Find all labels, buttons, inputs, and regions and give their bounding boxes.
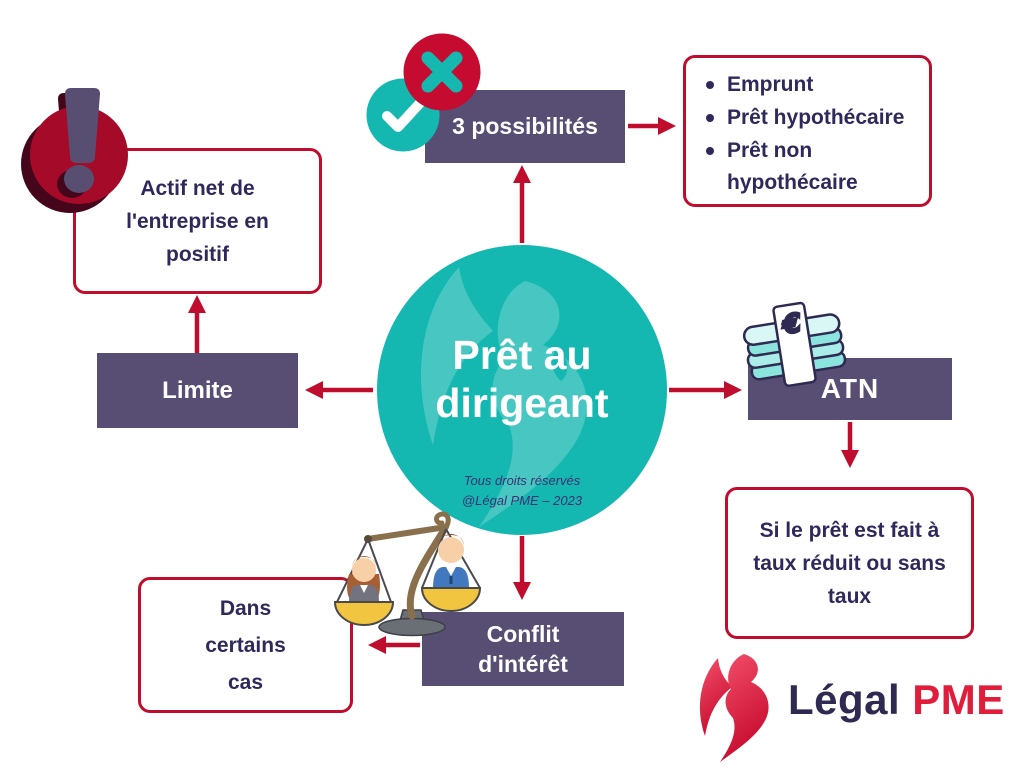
legal-pme-bird-icon [699, 654, 769, 762]
right-pan [420, 587, 482, 612]
balance-scale-icon [333, 511, 482, 637]
node-possibilites-label: 3 possibilités [452, 113, 598, 139]
logo-word-legal: Légal [788, 676, 901, 723]
scale-pole [406, 526, 448, 620]
bullet-dot [706, 114, 714, 122]
logo-word-pme: PME [912, 676, 1005, 723]
check-glyph [382, 97, 426, 132]
x-circle-icon [403, 33, 481, 111]
bullet-dot [706, 81, 714, 89]
legal-pme-bird-watermark-icon [420, 267, 587, 527]
left-pan [333, 601, 395, 626]
list-item-text: Emprunt [727, 73, 814, 96]
exclamation-dot [64, 165, 94, 193]
node-conflit: Conflit d'intérêt [422, 612, 624, 686]
callout-cas-text: Dans certains cas [205, 596, 286, 694]
callout-actif-net-text: Actif net de l'entreprise en positif [126, 176, 269, 266]
copyright-credits: Tous droits réservés @Légal PME – 2023 [377, 471, 667, 511]
list-item: Prêt hypothécaire [706, 102, 919, 134]
callout-cas: Dans certains cas [138, 577, 353, 713]
woman-figure [347, 556, 380, 602]
node-limite-label: Limite [162, 376, 233, 404]
node-conflit-label: Conflit d'intérêt [478, 621, 568, 677]
list-item: Emprunt [706, 69, 919, 101]
center-circle: Prêt au dirigeant Tous droits réservés @… [377, 245, 667, 535]
exclamation-bar [65, 88, 100, 163]
callout-actif-net: Actif net de l'entreprise en positif [73, 148, 322, 294]
list-item: Prêt non hypothécaire [706, 135, 919, 199]
possibilities-list: Emprunt Prêt hypothécaire Prêt non hypot… [686, 58, 929, 200]
man-figure [433, 534, 469, 588]
credits-line2: @Légal PME – 2023 [461, 493, 583, 508]
scale-top-curl [433, 511, 451, 533]
list-item-text: Prêt non hypothécaire [727, 139, 858, 194]
exclamation-icon [21, 88, 128, 213]
scale-beam [365, 524, 449, 542]
callout-possibilities-list: Emprunt Prêt hypothécaire Prêt non hypot… [683, 55, 932, 207]
node-limite: Limite [97, 353, 298, 428]
bullet-dot [706, 147, 714, 155]
callout-taux-text: Si le prêt est fait à taux réduit ou san… [753, 518, 946, 608]
list-item-text: Prêt hypothécaire [727, 106, 905, 129]
credits-line1: Tous droits réservés [463, 473, 581, 488]
x-glyph [421, 51, 463, 93]
callout-taux: Si le prêt est fait à taux réduit ou san… [725, 487, 974, 639]
node-atn-label: ATN [820, 373, 880, 404]
scale-base [378, 617, 446, 637]
banknote-band [772, 301, 817, 387]
main-title: Prêt au dirigeant [435, 332, 609, 426]
euro-banknotes-icon: € [742, 301, 847, 387]
